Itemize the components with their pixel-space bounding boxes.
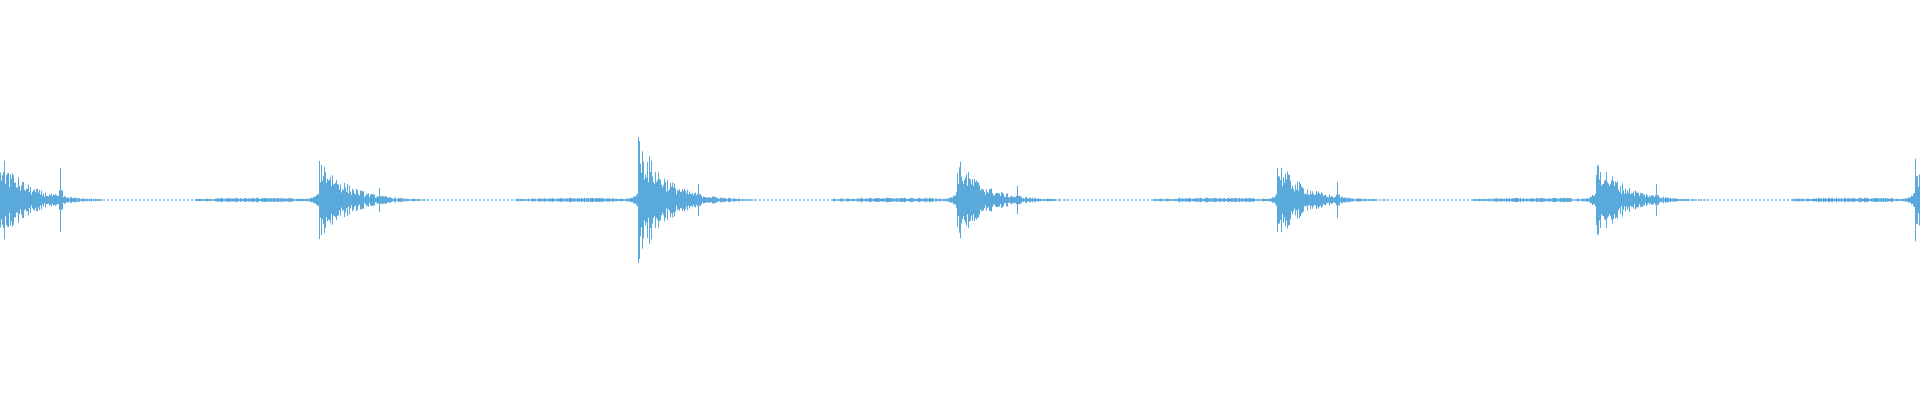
waveform-samples — [0, 137, 1920, 263]
